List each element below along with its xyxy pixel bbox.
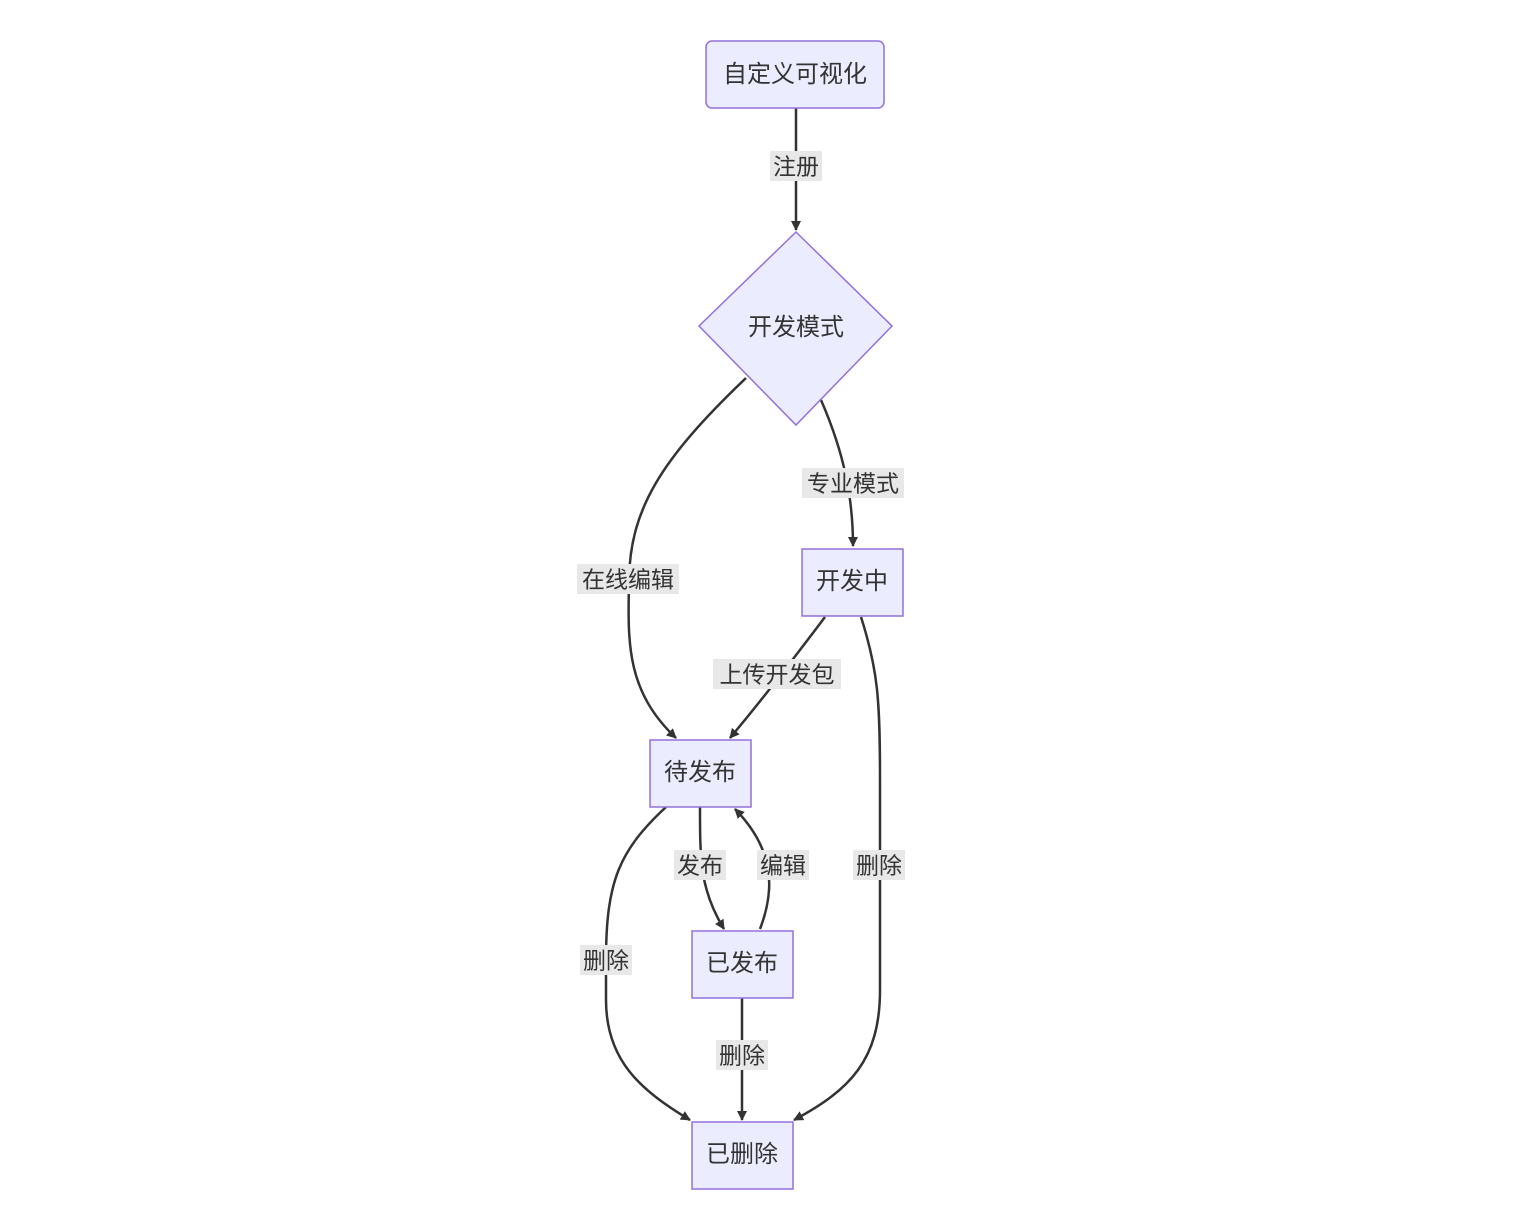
svg-text:发布: 发布 (677, 854, 723, 880)
node-pending-label: 待发布 (664, 758, 736, 786)
svg-text:注册: 注册 (773, 155, 819, 181)
svg-text:删除: 删除 (583, 949, 629, 975)
node-deleted-label: 已删除 (706, 1140, 778, 1168)
svg-text:上传开发包: 上传开发包 (720, 663, 835, 689)
node-custom-viz-label: 自定义可视化 (723, 60, 867, 88)
svg-text:在线编辑: 在线编辑 (582, 568, 674, 594)
node-in-dev-label: 开发中 (816, 567, 888, 595)
edge-label-register: 注册 (770, 151, 822, 181)
node-deleted[interactable]: 已删除 (691, 1121, 794, 1190)
edge-label-delete-pending: 删除 (580, 945, 632, 975)
edge-delete-in-dev (793, 616, 882, 1122)
node-published[interactable]: 已发布 (691, 930, 794, 999)
node-dev-mode[interactable]: 开发模式 (697, 230, 894, 427)
edge-label-pro-mode: 专业模式 (802, 468, 904, 498)
node-custom-viz[interactable]: 自定义可视化 (705, 40, 885, 109)
node-in-dev[interactable]: 开发中 (801, 548, 904, 617)
node-pending[interactable]: 待发布 (649, 739, 752, 808)
edge-label-upload: 上传开发包 (713, 659, 841, 689)
node-dev-mode-label: 开发模式 (748, 313, 844, 341)
edge-label-delete-in-dev: 删除 (853, 850, 905, 880)
edge-label-delete-published: 删除 (716, 1040, 768, 1070)
svg-text:删除: 删除 (719, 1044, 765, 1070)
edge-label-publish: 发布 (674, 850, 726, 880)
edge-label-online-edit: 在线编辑 (577, 564, 679, 594)
node-published-label: 已发布 (706, 949, 778, 977)
svg-text:删除: 删除 (856, 854, 902, 880)
svg-text:编辑: 编辑 (760, 854, 806, 880)
svg-text:专业模式: 专业模式 (807, 472, 899, 498)
edge-label-edit: 编辑 (757, 850, 809, 880)
